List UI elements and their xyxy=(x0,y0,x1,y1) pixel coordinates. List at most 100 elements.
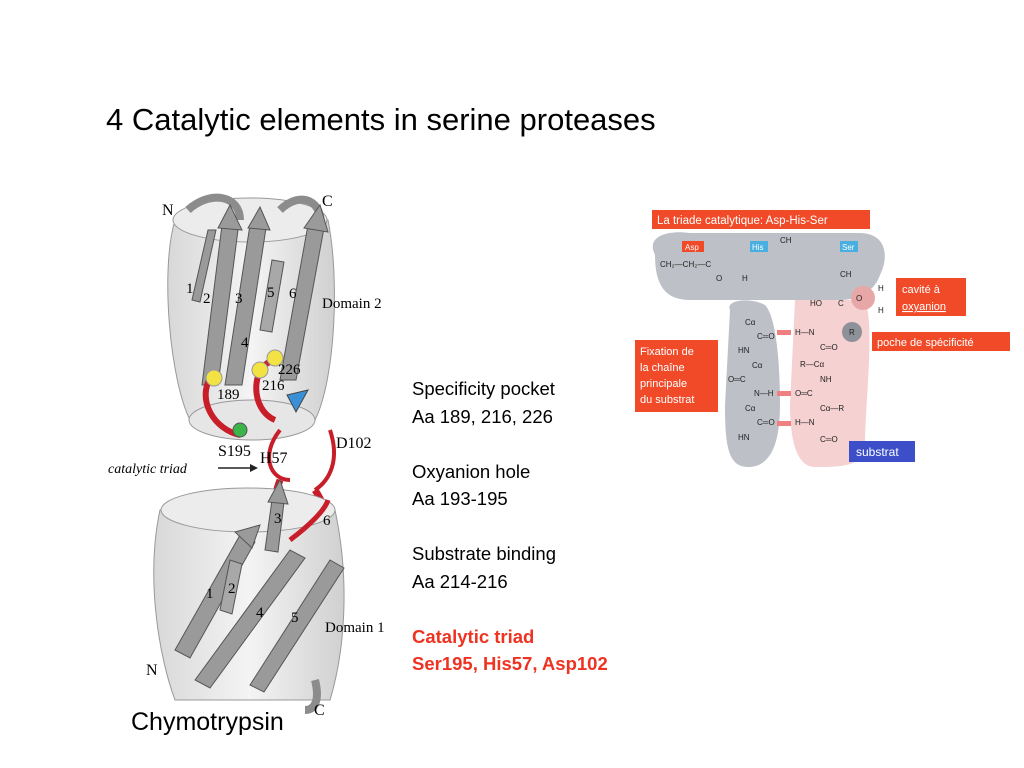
svg-text:CH₂—CH₂—C: CH₂—CH₂—C xyxy=(660,260,711,269)
svg-text:O═C: O═C xyxy=(728,375,746,384)
strand-label-bottom-3: 3 xyxy=(274,511,282,527)
svg-text:C═O: C═O xyxy=(757,418,775,427)
svg-text:H: H xyxy=(878,284,884,293)
oxyanion-box xyxy=(896,278,966,316)
residue-label-h57: H57 xyxy=(260,450,288,467)
strand-label-bottom-2: 2 xyxy=(228,581,236,597)
residue-label-189: 189 xyxy=(217,387,240,403)
substrate-box xyxy=(849,441,915,462)
residue-226-sphere xyxy=(266,349,284,367)
label-domain1: Domain 1 xyxy=(325,620,385,636)
substrate-label: substrat xyxy=(856,445,899,459)
svg-text:H: H xyxy=(742,274,748,283)
specificity-box xyxy=(872,332,1010,351)
strand-label-bottom-1: 1 xyxy=(206,586,214,602)
svg-text:C═O: C═O xyxy=(820,343,838,352)
strand-label-bottom-5: 5 xyxy=(291,610,299,626)
backbone-line-3: principale xyxy=(640,378,687,390)
label-catalytic-triad: catalytic triad xyxy=(108,462,188,477)
triad-zone xyxy=(652,232,885,300)
svg-text:H: H xyxy=(878,306,884,315)
svg-text:O═C: O═C xyxy=(795,389,813,398)
note-heading: Oxyanion hole xyxy=(412,460,531,482)
note-heading: Catalytic triad xyxy=(412,625,535,647)
residue-216-sphere xyxy=(251,361,269,379)
svg-text:C: C xyxy=(838,299,844,308)
residue-label-d102: D102 xyxy=(336,435,372,452)
header-box xyxy=(652,210,870,229)
note-oxyanion-hole: Oxyanion hole Aa 193-195 xyxy=(412,458,608,513)
backbone-zone xyxy=(725,300,780,467)
strand-label-top-5: 5 xyxy=(267,285,275,301)
svg-text:H—N: H—N xyxy=(795,418,815,427)
note-heading: Substrate binding xyxy=(412,543,556,564)
svg-text:Cα: Cα xyxy=(745,318,756,327)
svg-text:R: R xyxy=(849,328,855,337)
bottom-strand-6 xyxy=(288,499,331,542)
top-strand-1 xyxy=(191,229,217,303)
svg-text:H—N: H—N xyxy=(795,328,815,337)
strand-label-top-3: 3 xyxy=(235,291,243,307)
asp-tag: Asp xyxy=(685,243,699,252)
svg-text:R—Cα: R—Cα xyxy=(800,360,825,369)
label-n-top: N xyxy=(162,202,174,219)
backbone-line-2: la chaîne xyxy=(640,362,685,374)
strand-label-bottom-4: 4 xyxy=(256,605,264,621)
specificity-pocket-circle xyxy=(842,322,862,342)
svg-text:NH: NH xyxy=(820,375,832,384)
svg-text:C═O: C═O xyxy=(820,435,838,444)
note-detail: Aa 193-195 xyxy=(412,488,508,509)
residue-195-sphere xyxy=(232,422,248,438)
backbone-line-4: du substrat xyxy=(640,394,694,406)
oxyanion-line-2: oxyanion xyxy=(902,301,946,313)
backbone-line-1: Fixation de xyxy=(640,346,694,358)
residue-label-s195: S195 xyxy=(218,443,251,460)
slide-title: 4 Catalytic elements in serine proteases xyxy=(106,102,656,137)
note-heading: Specificity pocket xyxy=(412,378,555,399)
svg-text:N—H: N—H xyxy=(754,389,774,398)
residue-189-sphere xyxy=(205,369,223,387)
note-detail: Aa 214-216 xyxy=(412,570,508,592)
chem-structure: CH CH₂—CH₂—C O H CH HO C O H H R Cα C═O … xyxy=(660,236,884,444)
bottom-strand-5 xyxy=(249,559,345,693)
svg-text:O: O xyxy=(856,294,862,303)
bottom-strand-4 xyxy=(194,549,306,689)
residue-label-226: 226 xyxy=(278,362,301,378)
his-tag: His xyxy=(752,243,764,252)
note-specificity-pocket: Specificity pocket Aa 189, 216, 226 xyxy=(412,375,608,430)
specificity-label: poche de spécificité xyxy=(877,337,974,349)
label-c-top: C xyxy=(322,193,333,210)
svg-text:Cα—R: Cα—R xyxy=(820,404,844,413)
label-c-bottom: C xyxy=(314,702,325,719)
notes-panel: Specificity pocket Aa 189, 216, 226 Oxya… xyxy=(412,375,608,705)
structure-caption: Chymotrypsin xyxy=(131,708,284,736)
strand-label-top-4: 4 xyxy=(241,335,249,351)
label-domain2: Domain 2 xyxy=(322,296,382,312)
domain2-barrel xyxy=(167,193,335,441)
note-substrate-binding: Substrate binding Aa 214-216 xyxy=(412,540,608,595)
note-catalytic-triad: Catalytic triad Ser195, His57, Asp102 xyxy=(412,623,608,678)
strand-label-bottom-6: 6 xyxy=(323,513,331,529)
oxyanion-pocket xyxy=(851,286,875,310)
substrate-blue-icon xyxy=(286,389,309,414)
svg-text:HO: HO xyxy=(810,299,822,308)
substrate-zone xyxy=(790,300,870,467)
catalytic-mechanism-diagram: La triade catalytique: Asp-His-Ser Asp H… xyxy=(635,210,1010,467)
note-detail: Aa 189, 216, 226 xyxy=(412,405,553,427)
strand-label-top-2: 2 xyxy=(203,291,211,307)
svg-text:CH: CH xyxy=(840,270,852,279)
header-text: La triade catalytique: Asp-His-Ser xyxy=(657,215,828,227)
svg-text:HN: HN xyxy=(738,346,750,355)
domain1-barrel xyxy=(153,478,345,714)
svg-text:Cα: Cα xyxy=(752,361,763,370)
backbone-box xyxy=(635,340,718,412)
chymotrypsin-structure: N C Domain 2 Domain 1 N C catalytic tria… xyxy=(108,193,385,719)
residue-label-216: 216 xyxy=(262,378,285,394)
svg-text:HN: HN xyxy=(738,433,750,442)
svg-text:CH: CH xyxy=(780,236,792,245)
label-n-bottom: N xyxy=(146,662,158,679)
ser-tag: Ser xyxy=(842,243,855,252)
h-bond-marks xyxy=(777,330,791,426)
svg-text:C═O: C═O xyxy=(757,332,775,341)
strand-label-top-1: 1 xyxy=(186,281,194,297)
